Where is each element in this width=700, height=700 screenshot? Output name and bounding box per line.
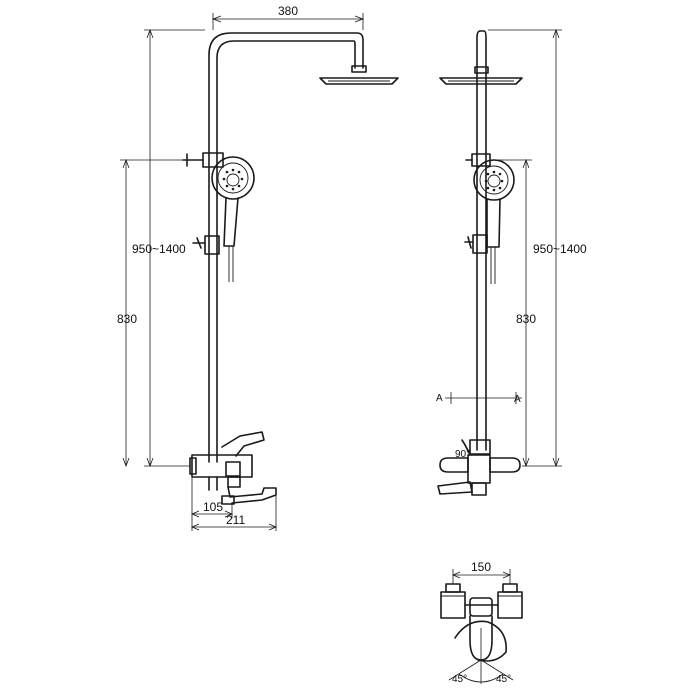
side-section-mark-left: A — [436, 393, 443, 404]
front-view: 950~1400 830 380 — [117, 4, 399, 531]
front-mixer-valve — [189, 431, 265, 491]
front-slider-holder — [192, 235, 220, 255]
front-holder-dimension — [120, 158, 183, 468]
front-bath-spout — [221, 486, 277, 505]
front-spout-total-label: 211 — [226, 513, 245, 527]
front-riser-pipe-inner — [216, 40, 356, 463]
side-height-dimension — [488, 28, 562, 468]
side-holder-label: 830 — [516, 312, 536, 326]
front-hand-shower — [211, 156, 255, 282]
side-holder-dimension — [490, 158, 532, 468]
plan-right-inlet — [497, 583, 523, 619]
plan-left-inlet — [440, 583, 466, 619]
plan-center-label: 150 — [471, 560, 491, 574]
side-height-label: 950~1400 — [533, 242, 587, 256]
front-holder-label: 830 — [117, 312, 137, 326]
side-riser-pipe — [476, 30, 487, 451]
side-view: A A 90° 950~1400 830 — [436, 28, 587, 496]
plan-lever — [448, 597, 514, 684]
side-mixer-valve — [437, 439, 521, 496]
plan-angle-left-label: 45° — [452, 674, 467, 685]
front-riser-pipe — [208, 32, 364, 463]
front-arm-dimension — [211, 13, 365, 30]
front-spout-dimensions — [190, 478, 278, 531]
front-spout-small-label: 105 — [203, 500, 223, 514]
side-rain-shower-head — [439, 66, 523, 85]
side-section-line — [445, 392, 522, 404]
plan-view: 150 45° 45° — [440, 560, 523, 685]
side-angle-90-label: 90° — [455, 449, 470, 460]
side-section-mark-right: A — [514, 394, 521, 405]
plan-angle-right-label: 45° — [496, 674, 511, 685]
front-height-label: 950~1400 — [132, 242, 186, 256]
front-height-dimension — [144, 28, 205, 468]
plan-center-dimension — [451, 569, 512, 584]
front-arm-label: 380 — [278, 4, 298, 18]
side-hand-shower — [473, 159, 515, 284]
side-slider-holder — [464, 234, 488, 254]
front-rain-shower-head — [319, 65, 399, 85]
